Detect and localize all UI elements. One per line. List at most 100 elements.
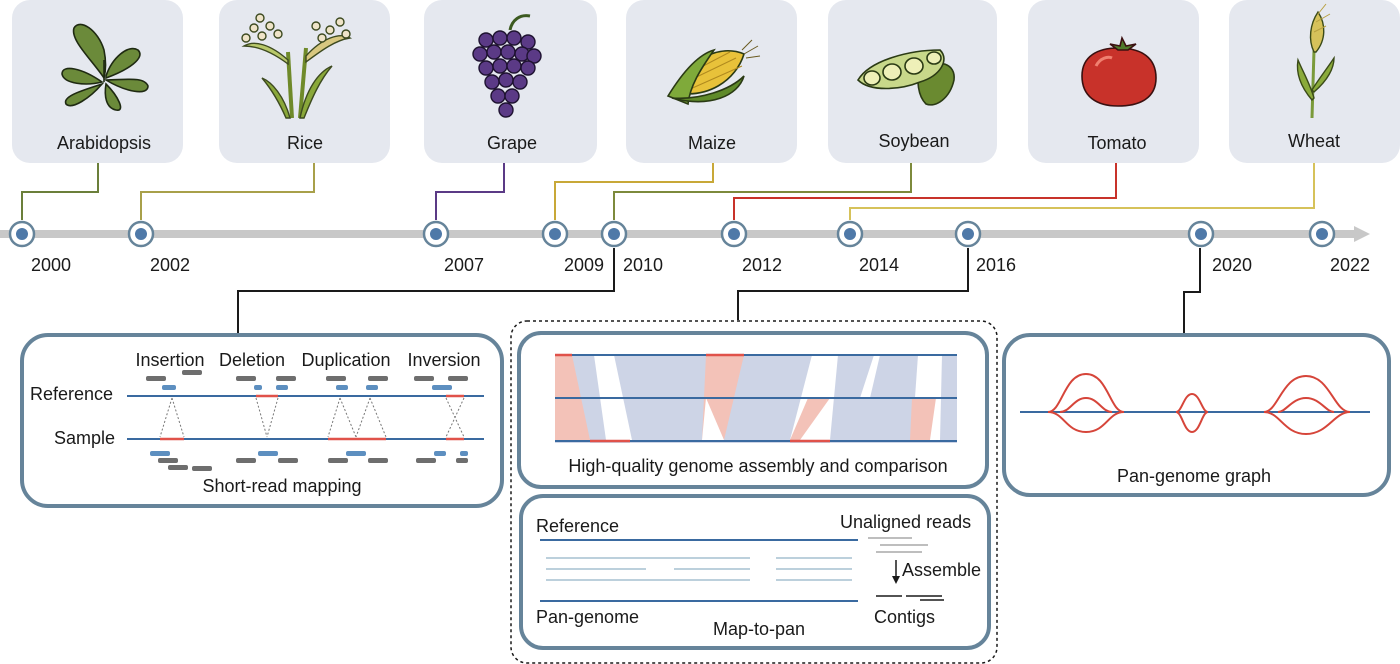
panel-caption: Map-to-pan — [713, 619, 805, 639]
connector-assembly — [737, 248, 969, 320]
rice-icon — [241, 13, 353, 119]
mapped-reads — [546, 557, 852, 581]
unaligned-reads-label: Unaligned reads — [840, 512, 971, 532]
timeline-node-2022 — [1308, 220, 1336, 248]
year-label-2022: 2022 — [1330, 255, 1370, 275]
connector-rice — [140, 163, 315, 220]
panel-short-read-mapping: Insertion Deletion Duplication Inversion… — [20, 333, 504, 508]
timeline-node-2014 — [836, 220, 864, 248]
species-label: Wheat — [1288, 131, 1340, 151]
node-dot — [844, 228, 856, 240]
timeline-node-2007 — [422, 220, 450, 248]
timeline-node-2000 — [8, 220, 36, 248]
species-box-rice: Rice — [219, 0, 390, 163]
panel-pan-genome-graph: Pan-genome graph — [1002, 333, 1391, 497]
species-label: Soybean — [878, 131, 949, 151]
species-label: Maize — [688, 133, 736, 153]
assembly-group-outline — [510, 320, 998, 664]
panel-caption: High-quality genome assembly and compari… — [568, 456, 947, 476]
node-dot — [135, 228, 147, 240]
year-label-2012: 2012 — [742, 255, 782, 275]
species-box-soybean: Soybean — [828, 0, 997, 163]
species-label: Grape — [487, 133, 537, 153]
year-label-2009: 2009 — [564, 255, 604, 275]
timeline-node-2016 — [954, 220, 982, 248]
panel-map-to-pan: Reference Unaligned reads Assemble Pan-g… — [519, 494, 991, 650]
timeline-arrow — [1354, 226, 1370, 242]
timeline-node-2010 — [600, 220, 628, 248]
year-label-2020: 2020 — [1212, 255, 1252, 275]
variant-label-insertion: Insertion — [135, 350, 204, 370]
timeline-years: 2000 2002 2007 2009 2010 2012 2014 2016 2020 2022 — [31, 255, 1370, 275]
species-box-maize: Maize — [626, 0, 797, 163]
connector-short-read — [237, 248, 615, 334]
timeline-node-2020 — [1187, 220, 1215, 248]
node-dot — [16, 228, 28, 240]
sv-marks — [160, 394, 464, 441]
maize-icon — [666, 39, 761, 106]
assemble-label: Assemble — [902, 560, 981, 580]
graph-bubbles — [1047, 372, 1351, 436]
year-label-2000: 2000 — [31, 255, 71, 275]
node-dot — [608, 228, 620, 240]
panel-caption: Pan-genome graph — [1117, 466, 1271, 486]
unaligned-reads — [868, 537, 928, 553]
sample-label: Sample — [54, 428, 115, 448]
panel-border — [1002, 333, 1391, 497]
species-box-tomato: Tomato — [1028, 0, 1199, 163]
species-box-wheat: Wheat — [1229, 0, 1400, 163]
connector-tomato — [733, 163, 1117, 220]
arabidopsis-icon — [61, 23, 149, 111]
year-label-2010: 2010 — [623, 255, 663, 275]
species-box-arabidopsis: Arabidopsis — [12, 0, 183, 163]
timeline-node-2002 — [127, 220, 155, 248]
year-label-2007: 2007 — [444, 255, 484, 275]
species-connectors — [21, 163, 1315, 220]
reference-label: Reference — [536, 516, 619, 536]
connector-pan-graph — [1183, 248, 1201, 334]
year-label-2002: 2002 — [150, 255, 190, 275]
year-label-2014: 2014 — [859, 255, 899, 275]
node-dot — [549, 228, 561, 240]
soybean-icon — [856, 49, 955, 106]
node-dot — [728, 228, 740, 240]
tomato-icon — [1081, 35, 1157, 107]
species-box-grape: Grape — [424, 0, 597, 163]
wheat-icon — [1296, 3, 1335, 119]
connector-soybean — [613, 163, 912, 220]
timeline: 2000 2002 2007 2009 2010 2012 2014 2016 2020 2022 — [0, 220, 1370, 275]
node-dot — [1316, 228, 1328, 240]
connector-maize — [554, 163, 714, 220]
species-label: Tomato — [1087, 133, 1146, 153]
species-label: Arabidopsis — [57, 133, 151, 153]
pan-genome-label: Pan-genome — [536, 607, 639, 627]
variant-label-inversion: Inversion — [407, 350, 480, 370]
variant-label-deletion: Deletion — [219, 350, 285, 370]
year-label-2016: 2016 — [976, 255, 1016, 275]
node-dot — [1195, 228, 1207, 240]
node-dot — [962, 228, 974, 240]
timeline-node-2009 — [541, 220, 569, 248]
reference-label: Reference — [30, 384, 113, 404]
connector-grape — [435, 163, 505, 220]
variant-label-duplication: Duplication — [301, 350, 390, 370]
panel-caption: Short-read mapping — [202, 476, 361, 496]
panel-border — [519, 494, 991, 650]
contigs — [876, 595, 944, 601]
connector-wheat — [849, 163, 1315, 220]
method-connectors — [237, 248, 1201, 334]
contigs-label: Contigs — [874, 607, 935, 627]
connector-arabidopsis — [21, 163, 99, 220]
assembly-sv-marks — [555, 353, 830, 443]
grape-icon — [472, 14, 542, 118]
panel-genome-assembly: High-quality genome assembly and compari… — [517, 331, 989, 489]
short-reads — [146, 370, 468, 471]
assemble-arrowhead — [892, 576, 900, 584]
timeline-node-2012 — [720, 220, 748, 248]
species-label: Rice — [287, 133, 323, 153]
timeline-nodes — [8, 220, 1336, 248]
sv-guides — [159, 397, 465, 438]
node-dot — [430, 228, 442, 240]
